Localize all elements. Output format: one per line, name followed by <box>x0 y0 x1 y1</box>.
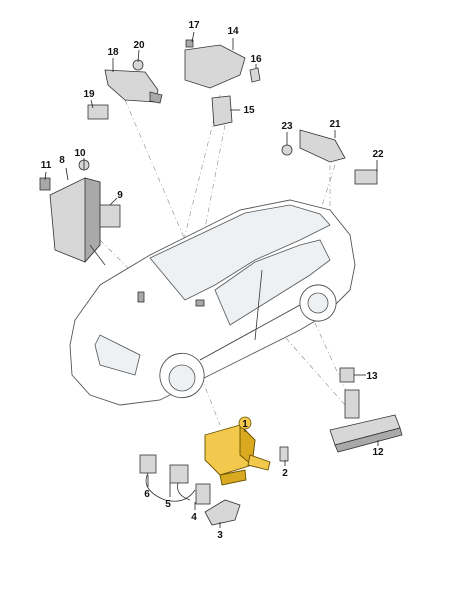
callout-12: 12 <box>372 447 384 458</box>
part-8-control-unit <box>39 159 121 266</box>
callout-18: 18 <box>107 47 119 58</box>
part-18-module <box>87 59 163 120</box>
callout-9: 9 <box>117 190 123 201</box>
callout-5: 5 <box>165 499 171 510</box>
callout-17: 17 <box>188 20 200 31</box>
callout-1: 1 <box>242 419 248 430</box>
part-21-bracket <box>281 129 378 185</box>
callout-21: 21 <box>329 119 341 130</box>
callout-16: 16 <box>250 54 262 65</box>
part-12-sensor <box>329 367 403 453</box>
callout-8: 8 <box>59 155 65 166</box>
callout-13: 13 <box>366 371 378 382</box>
callout-20: 20 <box>133 40 145 51</box>
callout-3: 3 <box>217 530 223 541</box>
callout-1-badge <box>238 416 252 430</box>
callout-23: 23 <box>281 121 293 132</box>
callout-4: 4 <box>191 512 197 523</box>
callout-11: 11 <box>41 160 52 171</box>
car-illustration <box>69 199 356 406</box>
callout-14: 14 <box>227 26 239 37</box>
callout-19: 19 <box>83 89 95 100</box>
parts-2-to-7 <box>139 446 289 526</box>
callout-22: 22 <box>372 149 384 160</box>
callout-10: 10 <box>74 148 86 159</box>
callout-15: 15 <box>243 105 255 116</box>
part-14-bracket <box>184 39 261 127</box>
part-1-sensor-highlighted <box>204 423 271 486</box>
callout-labels: 1 2 3 4 5 6 9 10 11 8 12 13 14 15 16 17 … <box>41 20 384 541</box>
callout-6: 6 <box>144 489 150 500</box>
callout-2: 2 <box>282 468 288 479</box>
